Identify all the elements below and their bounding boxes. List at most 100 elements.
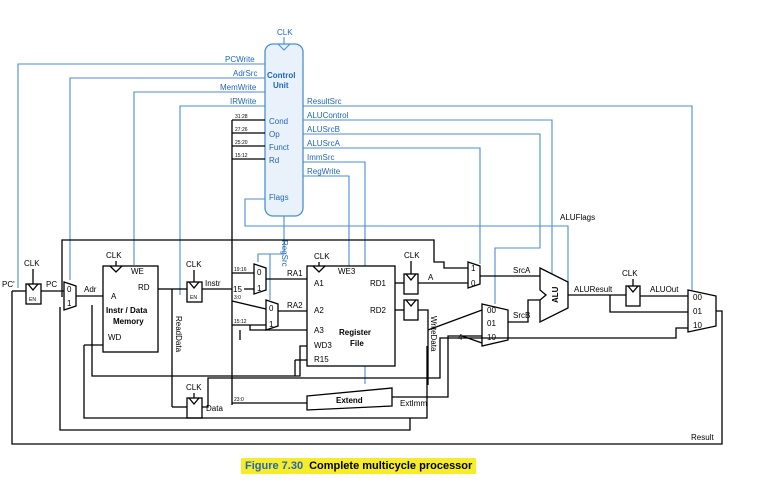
regfile-a2: A2	[314, 306, 324, 315]
ra1-mux-in1: 1	[257, 284, 262, 293]
bits-27-26: 27:26	[235, 127, 248, 133]
adr-label: Adr	[84, 285, 97, 294]
adr-mux-shape	[63, 281, 77, 311]
aluflags-wire	[244, 198, 569, 285]
cu-input-funct: Funct	[269, 143, 290, 152]
cu-out-regwrite: RegWrite	[307, 167, 341, 176]
adr-mux-in0: 0	[67, 285, 72, 294]
pcwrite-wire	[17, 63, 265, 288]
memory-we: WE	[131, 267, 144, 276]
srca-mux: 1 0 SrcA	[467, 261, 540, 289]
cu-out-resultsrc: ResultSrc	[307, 97, 342, 106]
instr-data-memory: CLK WE A RD WD Instr / Data Memory	[102, 251, 159, 353]
result-mux-in01: 01	[693, 307, 702, 316]
regsrc-label: RegSrc	[280, 240, 289, 267]
ra2-label: RA2	[287, 301, 303, 310]
bits-19-16: 19:16	[234, 267, 247, 273]
ab-registers: CLK A WriteData	[395, 251, 483, 385]
result-mux-in00: 00	[693, 293, 702, 302]
bits-3-0: 3:0	[234, 295, 241, 301]
cu-out-alucontrol: ALUControl	[307, 111, 349, 120]
aluout-clk: CLK	[622, 269, 638, 278]
regfile-rd2: RD2	[370, 306, 387, 315]
ra1-label: RA1	[287, 269, 303, 278]
pc-prime-label: PC'	[2, 280, 15, 289]
register-file-box	[306, 265, 396, 367]
regwrite-wire	[303, 175, 350, 266]
memwrite-wire	[133, 91, 265, 265]
regfile-wd3: WD3	[314, 341, 332, 350]
alu-shape	[539, 266, 569, 324]
cu-out-adrsrc: AdrSrc	[233, 69, 257, 78]
result-mux-shape	[687, 289, 717, 333]
aluout-register-box	[625, 285, 641, 307]
memory-a: A	[111, 292, 117, 301]
adr-mux: 0 1 Adr	[63, 281, 103, 311]
srcb-mux-in01: 01	[487, 319, 496, 328]
cu-input-rd: Rd	[269, 156, 279, 165]
srca-mux-in0: 0	[471, 279, 476, 288]
writedata-register-box	[403, 299, 419, 321]
srca-label: SrcA	[513, 266, 531, 275]
instr-label: Instr	[205, 279, 221, 288]
data-reg-clk: CLK	[186, 383, 202, 392]
aluout-register: CLK ALUOut	[609, 269, 688, 313]
instr-register: CLK EN Instr	[158, 260, 232, 303]
extend-unit: Extend 23:0 ExtImm	[232, 335, 482, 411]
writedata-label: WriteData	[429, 316, 438, 352]
control-unit-clk: CLK	[277, 28, 293, 37]
extimm-label: ExtImm	[400, 399, 427, 408]
cu-input-op: Op	[269, 130, 280, 139]
ra-muxes: 0 1 19:16 15 RA1 0 1 3:0 15:12 RA2	[231, 263, 307, 331]
a-register-box	[403, 273, 419, 295]
srcb-label: SrcB	[513, 311, 530, 320]
aluout-label: ALUOut	[650, 285, 679, 294]
memory-wd: WD	[108, 333, 122, 342]
const-15: 15	[233, 285, 242, 294]
srcb-mux-shape	[481, 303, 509, 347]
feedback-wires	[59, 239, 468, 431]
pc-en: EN	[29, 297, 36, 303]
bits-25-20: 25:20	[235, 140, 248, 146]
control-unit-title-1: Control	[267, 71, 295, 80]
cu-out-alusrca: ALUSrcA	[307, 139, 341, 148]
regfile-clk: CLK	[314, 252, 330, 261]
ra1-mux-in0: 0	[257, 268, 262, 277]
regfile-a1: A1	[314, 279, 324, 288]
regfile-name-2: File	[350, 339, 364, 348]
figure-title: Complete multicycle processor	[309, 460, 473, 472]
memory-name-1: Instr / Data	[106, 306, 148, 315]
alusrca-wire	[303, 147, 481, 264]
control-unit-title-2: Unit	[273, 81, 289, 90]
alu-name: ALU	[551, 286, 560, 303]
result-mux: 00 01 10 Result	[11, 289, 723, 445]
bits-31-28: 31:28	[235, 114, 248, 120]
a-label: A	[428, 273, 434, 282]
memory-name-2: Memory	[113, 317, 144, 326]
resultsrc-wire	[303, 105, 693, 292]
result-mux-in10: 10	[693, 321, 702, 330]
instr-fields: 31:28 27:26 25:20 15:12	[231, 114, 265, 405]
srca-mux-shape	[467, 261, 481, 289]
memory-box	[102, 265, 159, 353]
alucontrol-wire	[303, 119, 553, 278]
srcb-mux-in00: 00	[487, 306, 496, 315]
irwrite-wire	[179, 105, 265, 295]
aluresult-label: ALUResult	[574, 285, 613, 294]
ra2-mux	[265, 299, 279, 331]
cu-input-cond: Cond	[269, 117, 288, 126]
bits-23-0: 23:0	[234, 397, 244, 403]
control-unit-clock-mark	[277, 43, 291, 51]
instr-reg-en: EN	[190, 295, 197, 301]
memory-rd: RD	[138, 283, 150, 292]
cu-out-memwrite: MemWrite	[220, 83, 257, 92]
regfile-we3: WE3	[338, 267, 356, 276]
readdata-label: ReadData	[174, 316, 183, 353]
extend-name: Extend	[336, 396, 363, 405]
regfile-rd1: RD1	[370, 279, 387, 288]
ra2-mux-in1: 1	[269, 320, 274, 329]
cu-input-flags: Flags	[269, 193, 289, 202]
memory-clk: CLK	[106, 251, 122, 260]
adrsrc-wire	[69, 77, 265, 280]
